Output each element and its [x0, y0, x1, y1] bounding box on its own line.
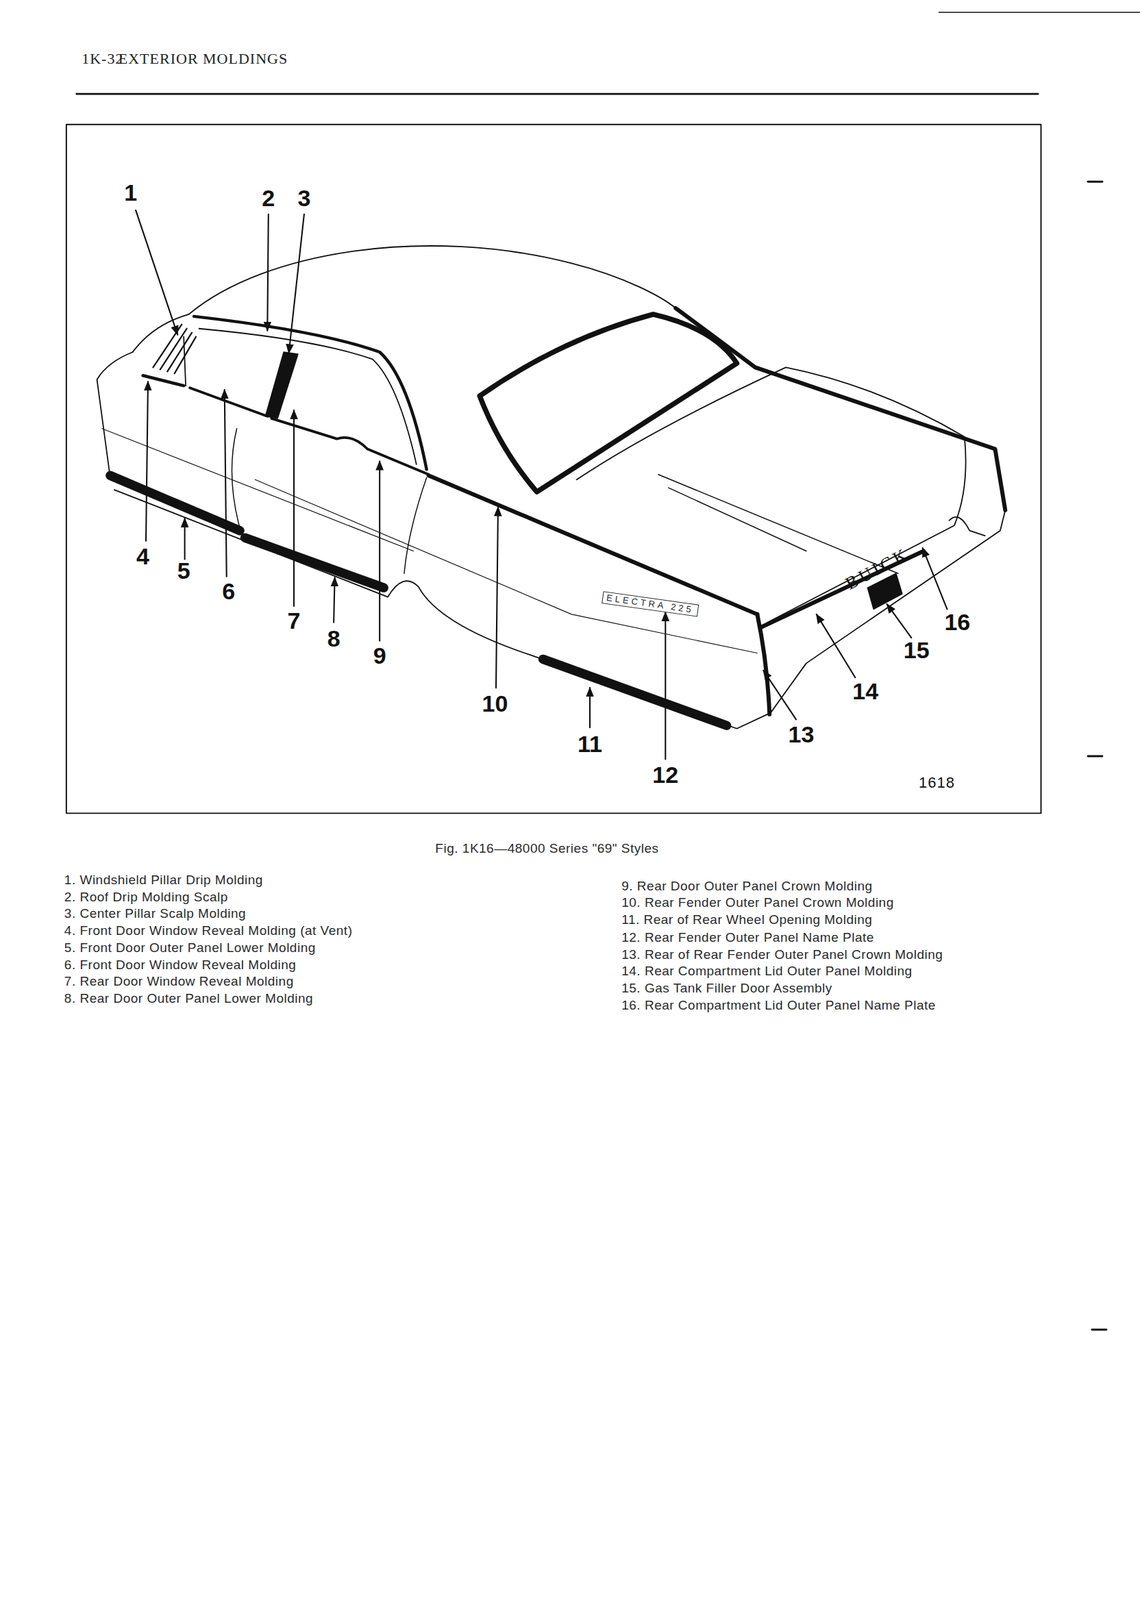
callout-number: 3: [297, 186, 311, 212]
callout-number: 6: [221, 578, 235, 605]
callout-number: 12: [652, 762, 679, 788]
side-crease: [102, 428, 414, 552]
figure-number: 1618: [918, 774, 956, 792]
part-list-item: 10. Rear Fender Outer Panel Crown Moldin…: [621, 896, 895, 911]
part-list-item: 14. Rear Compartment Lid Outer Panel Mol…: [621, 964, 912, 980]
part-list-item: 3. Center Pillar Scalp Molding: [64, 907, 246, 922]
part-list-item: 2. Roof Drip Molding Scalp: [64, 890, 229, 906]
callout-number: 16: [944, 609, 971, 636]
front-lower-molding: [110, 475, 240, 531]
part-list-item: 11. Rear of Rear Wheel Opening Molding: [621, 913, 873, 928]
callout-number: 13: [787, 722, 814, 748]
vent-divider: [183, 337, 186, 387]
door-seam: [404, 477, 427, 574]
front-fender: [97, 352, 133, 478]
reveal-molding-vent: [143, 375, 185, 386]
page-edge-rule: [939, 11, 1140, 13]
part-list-item: 13. Rear of Rear Fender Outer Panel Crow…: [621, 948, 943, 963]
rear-window-reveal: [271, 418, 429, 475]
part-list-item: 6. Front Door Window Reveal Molding: [64, 958, 297, 973]
side-window-top: [198, 328, 416, 465]
callout-number: 8: [327, 626, 341, 652]
tail-detail: [948, 517, 985, 536]
margin-mark: [1087, 180, 1103, 183]
rear-panel: [769, 510, 1006, 715]
center-pillar-scalp: [265, 352, 299, 419]
wheel-opening-molding: [543, 659, 727, 726]
callout-number: 7: [287, 609, 301, 635]
lower-body: [114, 489, 768, 729]
callout-number: 11: [577, 732, 603, 758]
door-seam: [231, 428, 243, 540]
windshield-edge: [132, 314, 190, 353]
figure-frame: [66, 124, 1042, 814]
part-list-item: 1. Windshield Pillar Drip Molding: [64, 873, 264, 888]
trunk-lid-creases: [658, 474, 899, 575]
rear-door-lower-molding: [245, 537, 385, 588]
part-list-item: 16. Rear Compartment Lid Outer Panel Nam…: [621, 998, 936, 1014]
quarter-crown: [675, 308, 1006, 511]
header-rule: [76, 93, 1038, 96]
callout-number: 5: [177, 559, 191, 585]
callout-number: 4: [136, 544, 150, 570]
trunk-lid: [576, 367, 966, 623]
front-window-reveal: [189, 387, 268, 417]
part-list-item: 12. Rear Fender Outer Panel Name Plate: [621, 931, 875, 946]
roof-drip-molding: [193, 316, 427, 470]
rear-window-reveal: [479, 314, 737, 492]
callout-number: 14: [852, 678, 879, 705]
callout-number: 15: [903, 638, 930, 664]
callout-number: 2: [261, 186, 275, 212]
margin-mark: [1087, 754, 1103, 758]
part-list-item: 4. Front Door Window Reveal Molding (at …: [64, 924, 353, 939]
rear-fender-crown-rear: [757, 614, 770, 715]
part-list-item: 15. Gas Tank Filler Door Assembly: [621, 981, 833, 997]
rear-fender-crown-molding: [428, 475, 758, 615]
part-list-item: 7. Rear Door Window Reveal Molding: [64, 974, 294, 990]
name-plate-text: ELECTRA 225: [601, 591, 699, 618]
roof-outline: [189, 245, 677, 315]
page-title: EXTERIOR MOLDINGS: [118, 50, 288, 68]
part-list-item: 9. Rear Door Outer Panel Crown Molding: [621, 879, 873, 895]
callout-number: 9: [373, 643, 387, 669]
part-list-item: 8. Rear Door Outer Panel Lower Molding: [64, 992, 314, 1007]
leader-lines: [135, 210, 947, 760]
part-list-item: 5. Front Door Outer Panel Lower Molding: [64, 941, 316, 956]
callout-number: 10: [482, 691, 509, 717]
windshield-pillar-molding: [152, 324, 196, 375]
page-number: 1K-32: [81, 50, 124, 68]
figure-caption: Fig. 1K16—48000 Series "69" Styles: [435, 841, 659, 857]
callout-number: 1: [124, 180, 138, 206]
margin-mark: [1092, 1329, 1107, 1332]
